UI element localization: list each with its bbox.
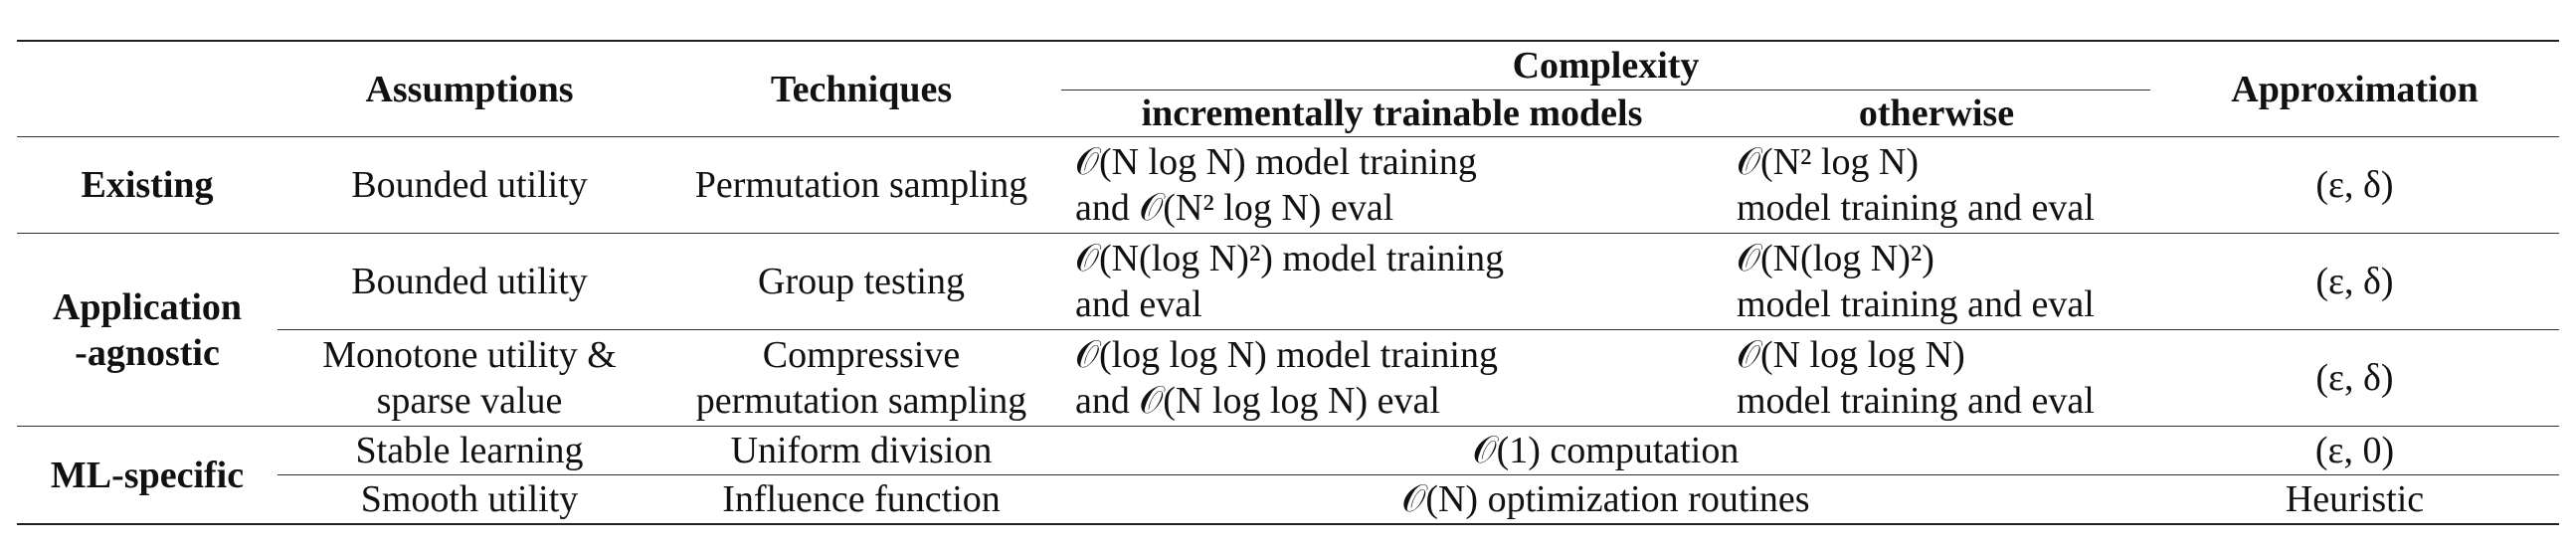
group-label-line-2: -agnostic [75, 331, 220, 374]
otherwise-line-2: model training and eval [1737, 187, 2095, 229]
otherwise-line-1: 𝒪(N log log N) [1737, 334, 1965, 376]
assumption-cell: Monotone utility & sparse value [277, 329, 661, 427]
otherwise-line-2: model training and eval [1737, 283, 2095, 325]
assumption-line-1: Monotone utility & [322, 334, 617, 376]
technique-cell: Group testing [661, 233, 1061, 330]
assumption-cell: Stable learning [277, 426, 661, 475]
table-row-influence: Smooth utility Influence function 𝒪(N) o… [17, 474, 2559, 525]
group-label-line-1: Application [52, 285, 243, 328]
incremental-line-1: 𝒪(N(log N)²) model training [1075, 238, 1505, 279]
incremental-line-2: and 𝒪(N² log N) eval [1075, 187, 1394, 229]
header-row-2: incrementally trainable models otherwise [17, 91, 2559, 137]
technique-cell: Compressive permutation sampling [661, 329, 1061, 427]
otherwise-line-1: 𝒪(N² log N) [1737, 141, 1920, 183]
incremental-complexity-cell: 𝒪(N log N) model training and 𝒪(N² log N… [1061, 136, 1723, 234]
header-complexity: Complexity [1061, 40, 2150, 91]
assumption-line-2: sparse value [376, 380, 563, 422]
comparison-table: Assumptions Techniques Complexity Approx… [17, 40, 2559, 525]
assumption-cell: Bounded utility [277, 136, 661, 234]
approximation-cell: (ε, δ) [2150, 329, 2559, 427]
otherwise-complexity-cell: 𝒪(N(log N)²) model training and eval [1723, 233, 2150, 330]
header-otherwise: otherwise [1858, 92, 2015, 134]
complexity-cell: 𝒪(N) optimization routines [1061, 474, 2150, 525]
otherwise-line-2: model training and eval [1737, 380, 2095, 422]
group-label-existing: Existing [17, 136, 277, 234]
incremental-line-1: 𝒪(N log N) model training [1075, 141, 1477, 183]
incremental-complexity-cell: 𝒪(N(log N)²) model training and eval [1061, 233, 1723, 330]
table-row-group-testing: Application -agnostic Bounded utility Gr… [17, 233, 2559, 427]
technique-cell: Uniform division [661, 426, 1061, 475]
technique-cell: Permutation sampling [661, 136, 1061, 234]
header-assumptions: Assumptions [277, 40, 661, 137]
header-incremental: incrementally trainable models [1141, 92, 1643, 134]
table-row-compressive: Monotone utility & sparse value Compress… [17, 329, 2559, 427]
incremental-line-2: and 𝒪(N log log N) eval [1075, 380, 1440, 422]
table-row-existing: Existing Bounded utility Permutation sam… [17, 136, 2559, 234]
technique-line-1: Compressive [762, 334, 961, 376]
complexity-cell: 𝒪(1) computation [1061, 426, 2150, 475]
header-techniques: Techniques [661, 40, 1061, 137]
technique-cell: Influence function [661, 474, 1061, 525]
approximation-cell: (ε, 0) [2150, 426, 2559, 475]
approximation-cell: Heuristic [2150, 474, 2559, 525]
group-label-application-agnostic: Application -agnostic [17, 233, 277, 427]
incremental-line-2: and eval [1075, 283, 1202, 325]
otherwise-complexity-cell: 𝒪(N log log N) model training and eval [1723, 329, 2150, 427]
otherwise-line-1: 𝒪(N(log N)²) [1737, 238, 1934, 279]
incremental-complexity-cell: 𝒪(log log N) model training and 𝒪(N log … [1061, 329, 1723, 427]
assumption-cell: Smooth utility [277, 474, 661, 525]
table-row-stable-learning: ML-specific Stable learning Uniform divi… [17, 426, 2559, 525]
approximation-cell: (ε, δ) [2150, 136, 2559, 234]
approximation-cell: (ε, δ) [2150, 233, 2559, 330]
assumption-cell: Bounded utility [277, 233, 661, 330]
incremental-line-1: 𝒪(log log N) model training [1075, 334, 1498, 376]
technique-line-2: permutation sampling [695, 380, 1027, 422]
group-label-ml-specific: ML-specific [17, 426, 277, 525]
header-approximation: Approximation [2150, 40, 2559, 137]
header-empty-cell [17, 40, 277, 137]
header-row-1: Assumptions Techniques Complexity Approx… [17, 40, 2559, 137]
otherwise-complexity-cell: 𝒪(N² log N) model training and eval [1723, 136, 2150, 234]
